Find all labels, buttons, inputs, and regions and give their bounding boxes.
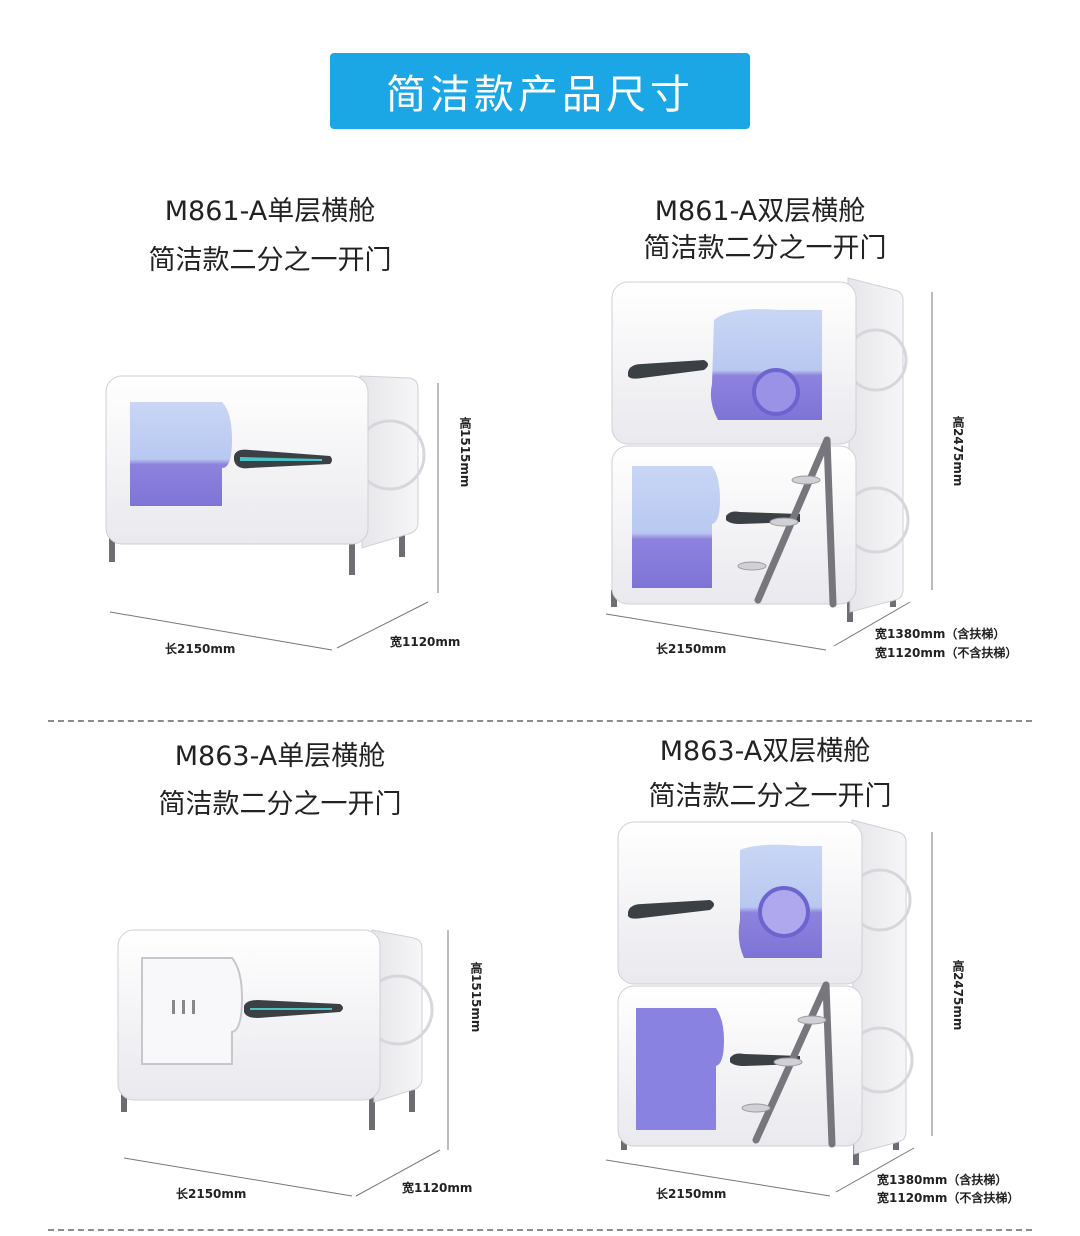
product-2-model: M861-A双层横舱 bbox=[654, 196, 866, 227]
product-4-subtitle: 简洁款二分之一开门 bbox=[648, 781, 892, 812]
product-1-model: M861-A单层横舱 bbox=[164, 196, 376, 227]
product-3-height-label: 高1515mm bbox=[469, 962, 483, 1033]
product-2-length-label: 长2150mm bbox=[656, 642, 727, 656]
pod-4-illustration bbox=[605, 819, 933, 1197]
product-4-length-label: 长2150mm bbox=[656, 1187, 727, 1201]
product-2-subtitle: 简洁款二分之一开门 bbox=[643, 233, 887, 264]
product-2-width-without-ladder: 宽1120mm（不含扶梯） bbox=[875, 646, 1018, 660]
product-3-length-label: 长2150mm bbox=[176, 1187, 247, 1201]
product-3-width-label: 宽1120mm bbox=[402, 1181, 473, 1195]
product-1-height-label: 高1515mm bbox=[458, 417, 472, 488]
product-1-length-label: 长2150mm bbox=[165, 642, 236, 656]
section-banner: 简洁款产品尺寸 bbox=[330, 53, 750, 129]
product-4-width-with-ladder: 宽1380mm（含扶梯） bbox=[877, 1173, 1008, 1187]
product-1-width-label: 宽1120mm bbox=[390, 635, 461, 649]
product-3-model: M863-A单层横舱 bbox=[174, 741, 386, 772]
pod-2-illustration bbox=[605, 277, 933, 651]
product-2-width-with-ladder: 宽1380mm（含扶梯） bbox=[875, 627, 1006, 641]
product-4-width-without-ladder: 宽1120mm（不含扶梯） bbox=[877, 1191, 1020, 1205]
section-divider-1 bbox=[48, 720, 1032, 722]
pod-1-illustration bbox=[105, 375, 439, 651]
section-divider-2 bbox=[48, 1229, 1032, 1231]
product-4-height-label: 高2475mm bbox=[951, 960, 965, 1031]
product-4-model: M863-A双层横舱 bbox=[659, 736, 871, 767]
product-2-height-label: 高2475mm bbox=[951, 416, 965, 487]
pod-3-illustration bbox=[117, 929, 449, 1197]
product-3-subtitle: 简洁款二分之一开门 bbox=[158, 789, 402, 820]
product-1-subtitle: 简洁款二分之一开门 bbox=[148, 245, 392, 276]
